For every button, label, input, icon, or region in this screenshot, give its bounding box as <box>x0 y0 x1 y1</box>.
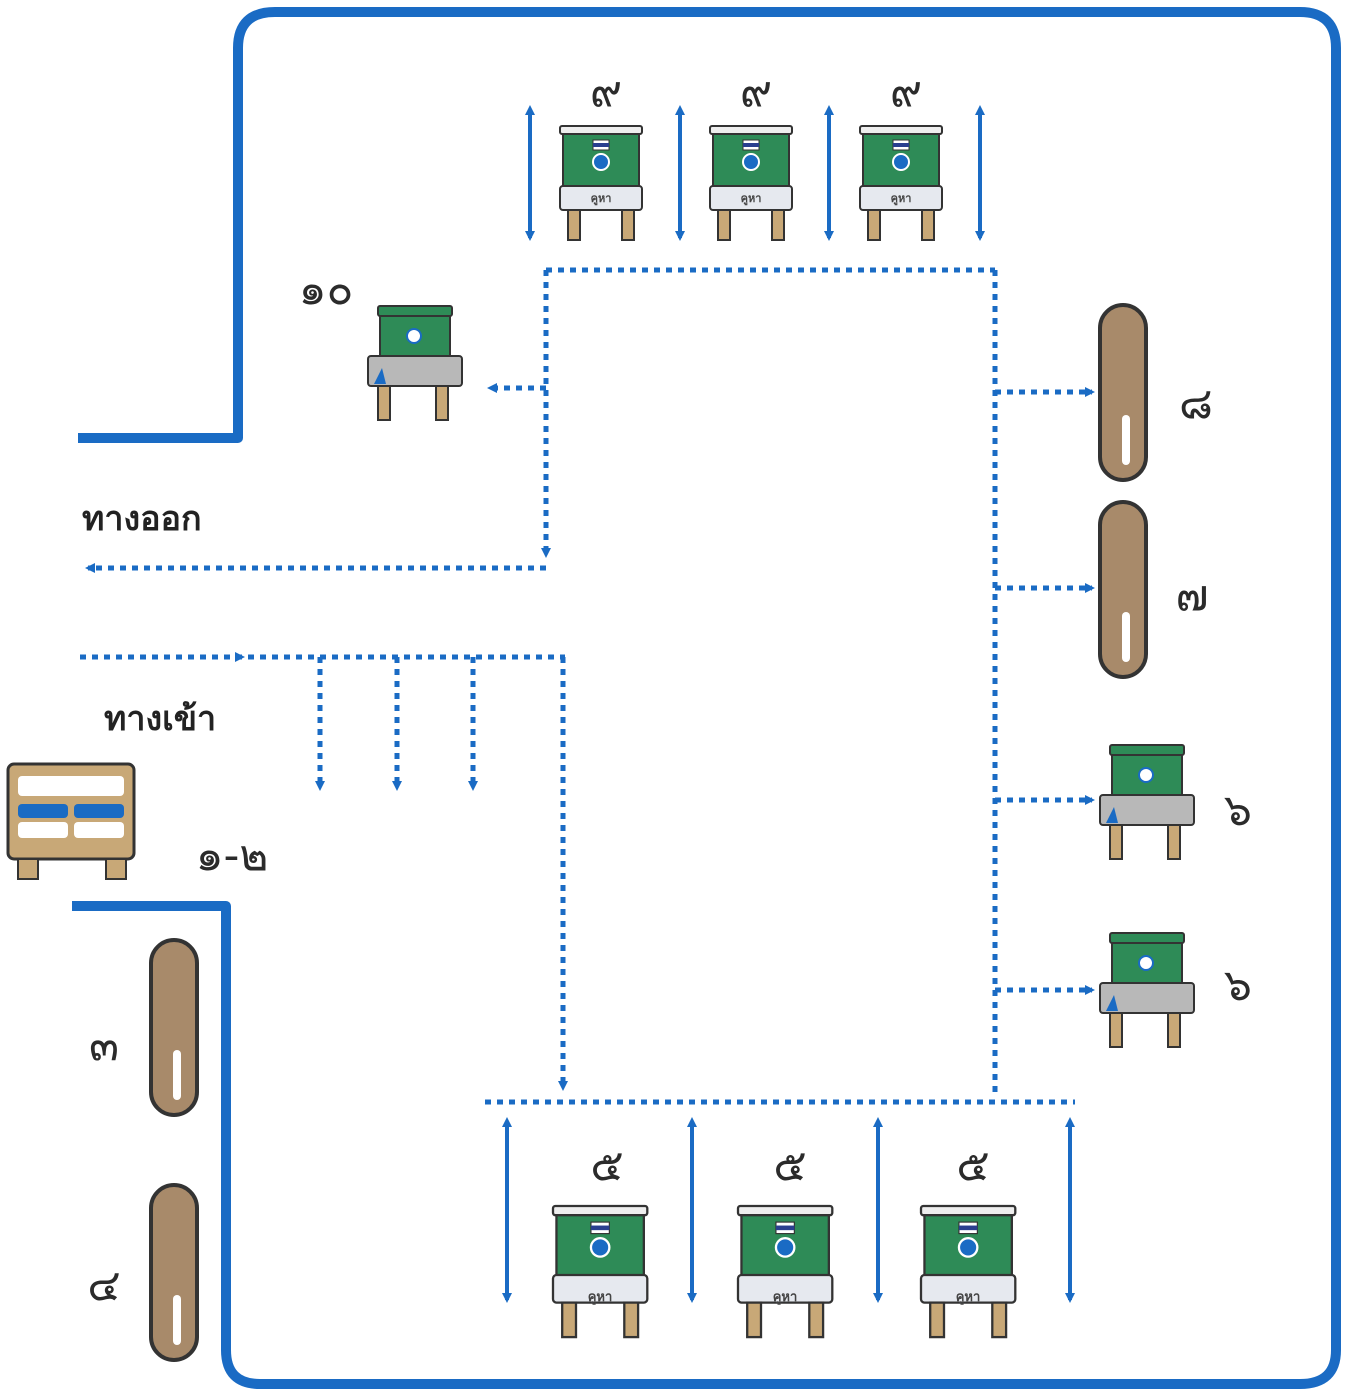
station-number-1-2: ๑-๒ <box>196 830 269 881</box>
ballot-capsule-icon <box>149 938 199 1117</box>
booth-sign: คูหา <box>591 192 612 206</box>
booth-sign: คูหา <box>741 192 762 206</box>
station-number-5: ๕ <box>590 1140 623 1191</box>
station-number-9: ๙ <box>590 66 622 117</box>
station-number-9: ๙ <box>740 66 772 117</box>
voting-booth-icon: คูหา <box>709 125 793 241</box>
booth-sign: คูหา <box>891 192 912 206</box>
ballot-capsule-icon <box>1098 303 1148 482</box>
ballot-box-icon <box>367 305 463 421</box>
station-number-4: ๔ <box>87 1260 120 1311</box>
booth-sign: คูหา <box>773 1290 798 1305</box>
exit-label: ทางออก <box>82 500 202 538</box>
station-number-7: ๗ <box>1175 570 1208 621</box>
station-number-10: ๑๐ <box>299 264 354 315</box>
registration-table-icon <box>6 762 136 880</box>
ballot-box-icon <box>1099 744 1195 860</box>
voting-booth-icon: คูหา <box>859 125 943 241</box>
room-wall-upper <box>72 7 1341 1389</box>
station-number-6: ๖ <box>1224 960 1252 1011</box>
booth-sign: คูหา <box>956 1290 981 1305</box>
entrance-label: ทางเข้า <box>104 700 216 738</box>
station-number-3: ๓ <box>89 1020 119 1071</box>
ballot-capsule-icon <box>1098 500 1148 679</box>
ballot-box-icon <box>1099 932 1195 1048</box>
voting-booth-icon: คูหา <box>736 1204 834 1339</box>
voting-booth-icon: คูหา <box>559 125 643 241</box>
station-number-6: ๖ <box>1224 785 1252 836</box>
voting-booth-icon: คูหา <box>551 1204 649 1339</box>
voting-booth-icon: คูหา <box>919 1204 1017 1339</box>
station-number-9: ๙ <box>890 66 922 117</box>
station-number-5: ๕ <box>773 1140 806 1191</box>
ballot-capsule-icon <box>149 1183 199 1362</box>
station-number-5: ๕ <box>956 1140 989 1191</box>
station-number-8: ๘ <box>1179 378 1213 429</box>
booth-sign: คูหา <box>588 1290 613 1305</box>
